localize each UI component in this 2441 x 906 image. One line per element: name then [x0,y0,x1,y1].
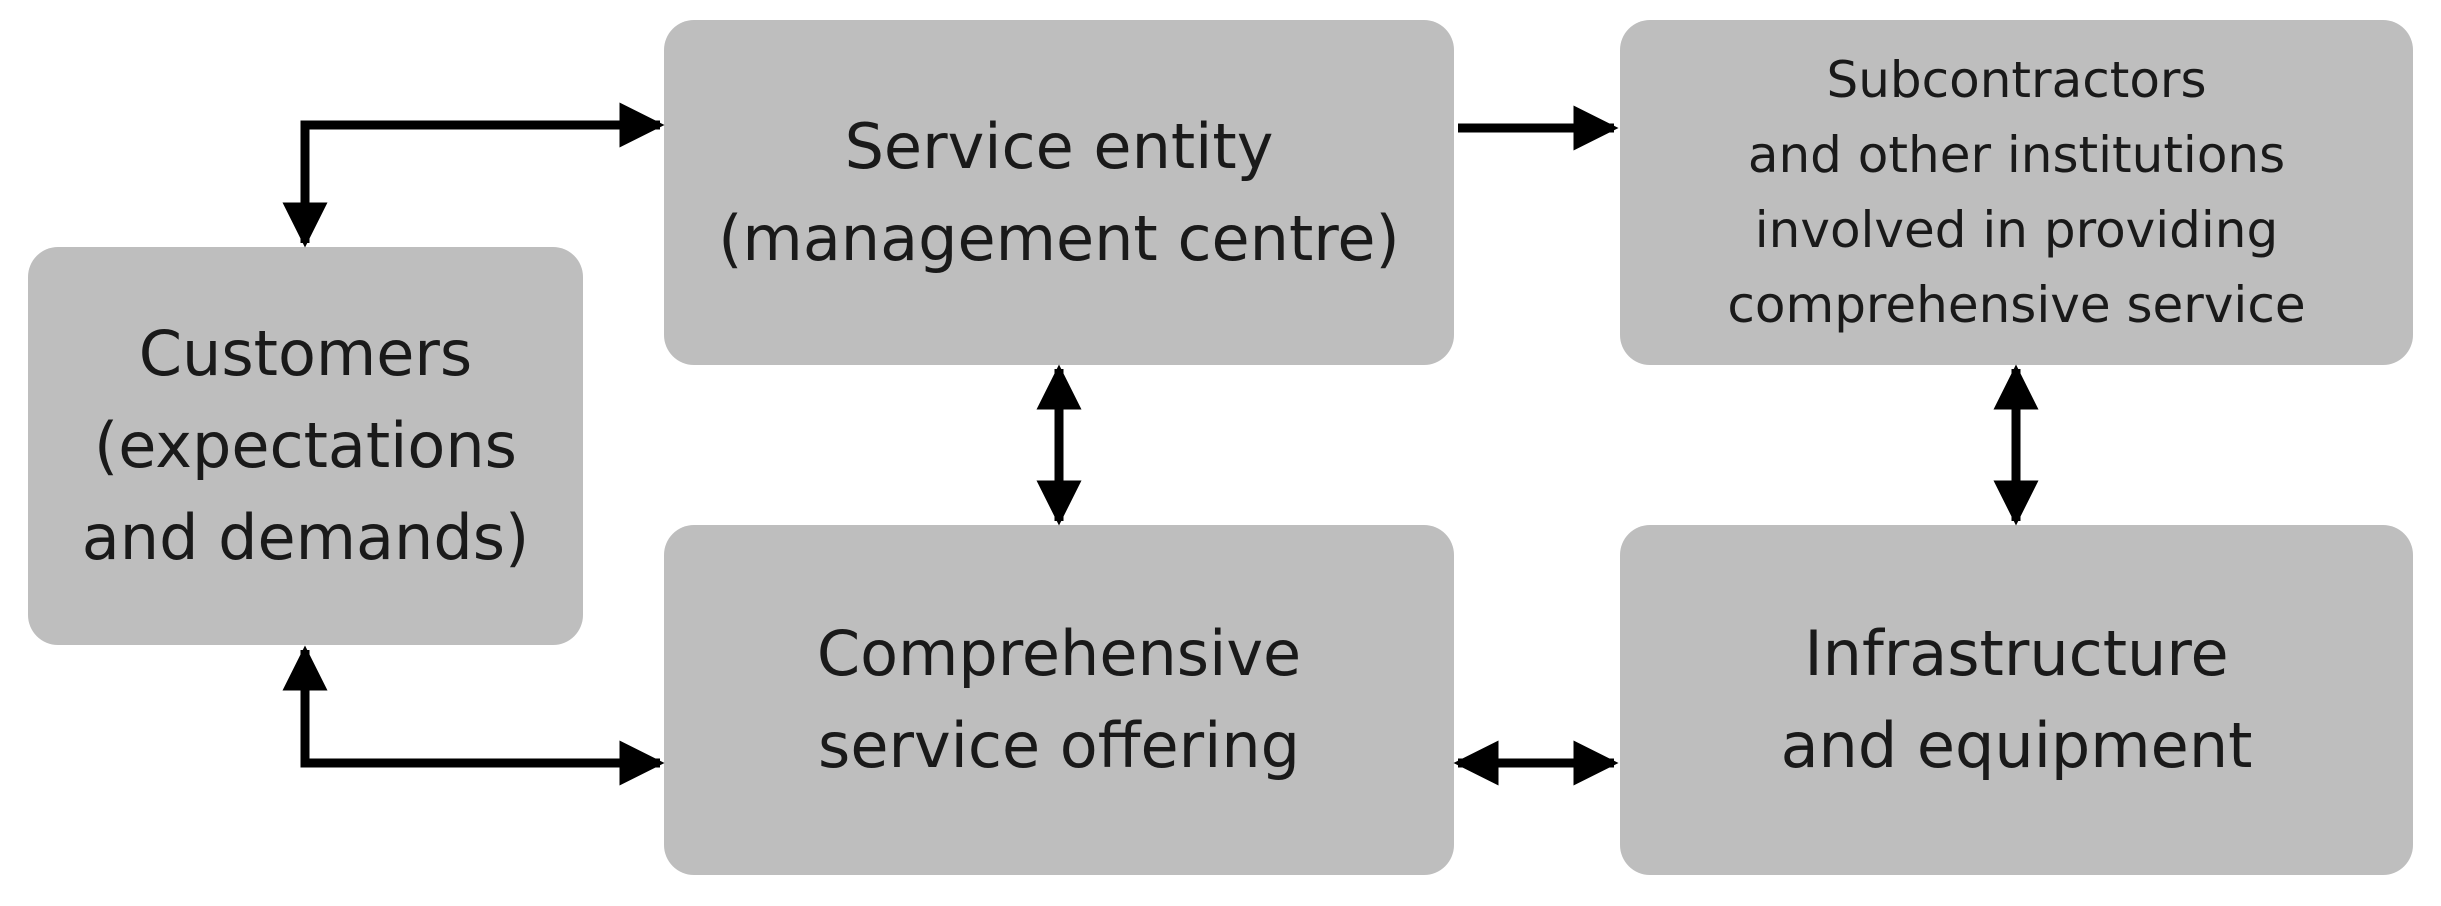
comprehensive-offering-box: Comprehensive service offering [664,525,1454,875]
customers-label-line-3: and demands) [81,501,530,574]
arrow-customers-service-entity [282,102,665,248]
subcontractors-box: Subcontractors and other institutions in… [1620,20,2413,365]
service-entity-box: Service entity (management centre) [664,20,1454,365]
subcontractors-label-line-1: Subcontractors [1826,50,2207,109]
customers-label-line-2: (expectations [94,409,517,482]
subcontractors-label-line-4: comprehensive service [1727,275,2306,334]
service-entity-label-line-1: Service entity [844,109,1274,183]
customers-label-line-1: Customers [138,317,473,390]
infrastructure-box: Infrastructure and equipment [1620,525,2413,875]
arrow-offering-customers [282,645,665,786]
subcontractors-label-line-2: and other institutions [1747,125,2286,184]
infrastructure-label-line-2: and equipment [1780,709,2253,782]
customers-box: Customers (expectations and demands) [28,247,583,645]
service-entity-label-line-2: (management centre) [718,201,1400,275]
subcontractors-label-line-3: involved in providing [1754,200,2279,259]
infrastructure-label-line-1: Infrastructure [1804,617,2229,690]
offering-label-line-2: service offering [818,709,1300,782]
offering-label-line-1: Comprehensive [816,617,1302,690]
